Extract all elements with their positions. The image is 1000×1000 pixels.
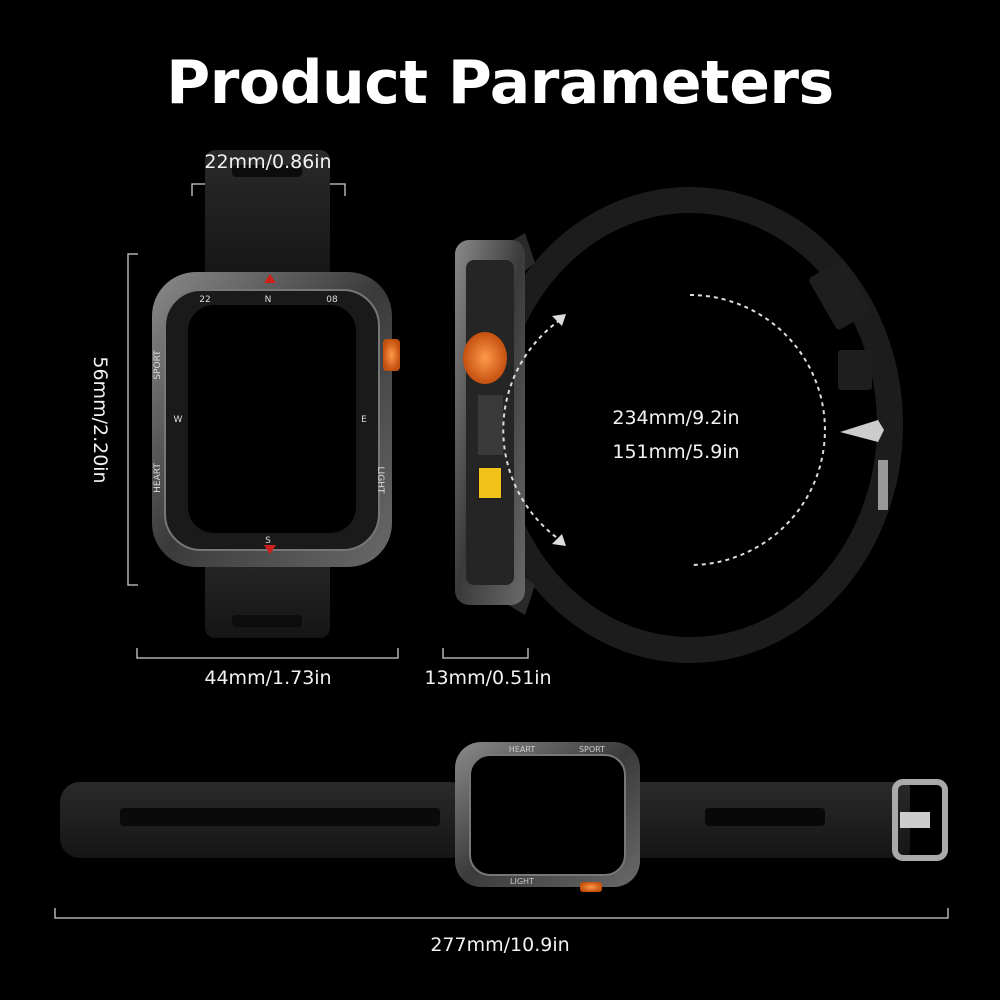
svg-text:W: W	[174, 415, 183, 425]
svg-text:08: 08	[326, 295, 338, 305]
page-title: Product Parameters	[166, 48, 834, 118]
svg-text:HEART: HEART	[153, 463, 163, 493]
case-width-label: 44mm/1.73in	[204, 667, 332, 689]
side-watch	[455, 187, 903, 663]
svg-text:SPORT: SPORT	[153, 350, 163, 380]
strap-max-label: 234mm/9.2in	[612, 407, 740, 429]
crown-side	[463, 332, 507, 384]
bezel-n: N	[265, 295, 272, 305]
full-watch: HEART SPORT LIGHT	[60, 742, 948, 892]
svg-text:LIGHT: LIGHT	[510, 877, 534, 886]
dimension-lines	[54, 183, 949, 919]
svg-text:S: S	[265, 536, 271, 546]
case-thickness-label: 13mm/0.51in	[424, 667, 552, 689]
sensor	[477, 466, 503, 500]
svg-text:22: 22	[199, 295, 210, 305]
svg-text:LIGHT: LIGHT	[375, 467, 385, 494]
front-watch: N S W E 08 22 SPORT HEART LIGHT	[152, 150, 400, 638]
svg-text:SPORT: SPORT	[579, 745, 605, 754]
svg-text:HEART: HEART	[509, 745, 536, 754]
strap-width-label: 22mm/0.86in	[204, 151, 332, 173]
svg-text:E: E	[361, 415, 367, 425]
crown	[383, 339, 400, 371]
total-length-label: 277mm/10.9in	[430, 934, 570, 956]
case-height-label: 56mm/2.20in	[89, 356, 111, 484]
strap-min-label: 151mm/5.9in	[612, 441, 740, 463]
